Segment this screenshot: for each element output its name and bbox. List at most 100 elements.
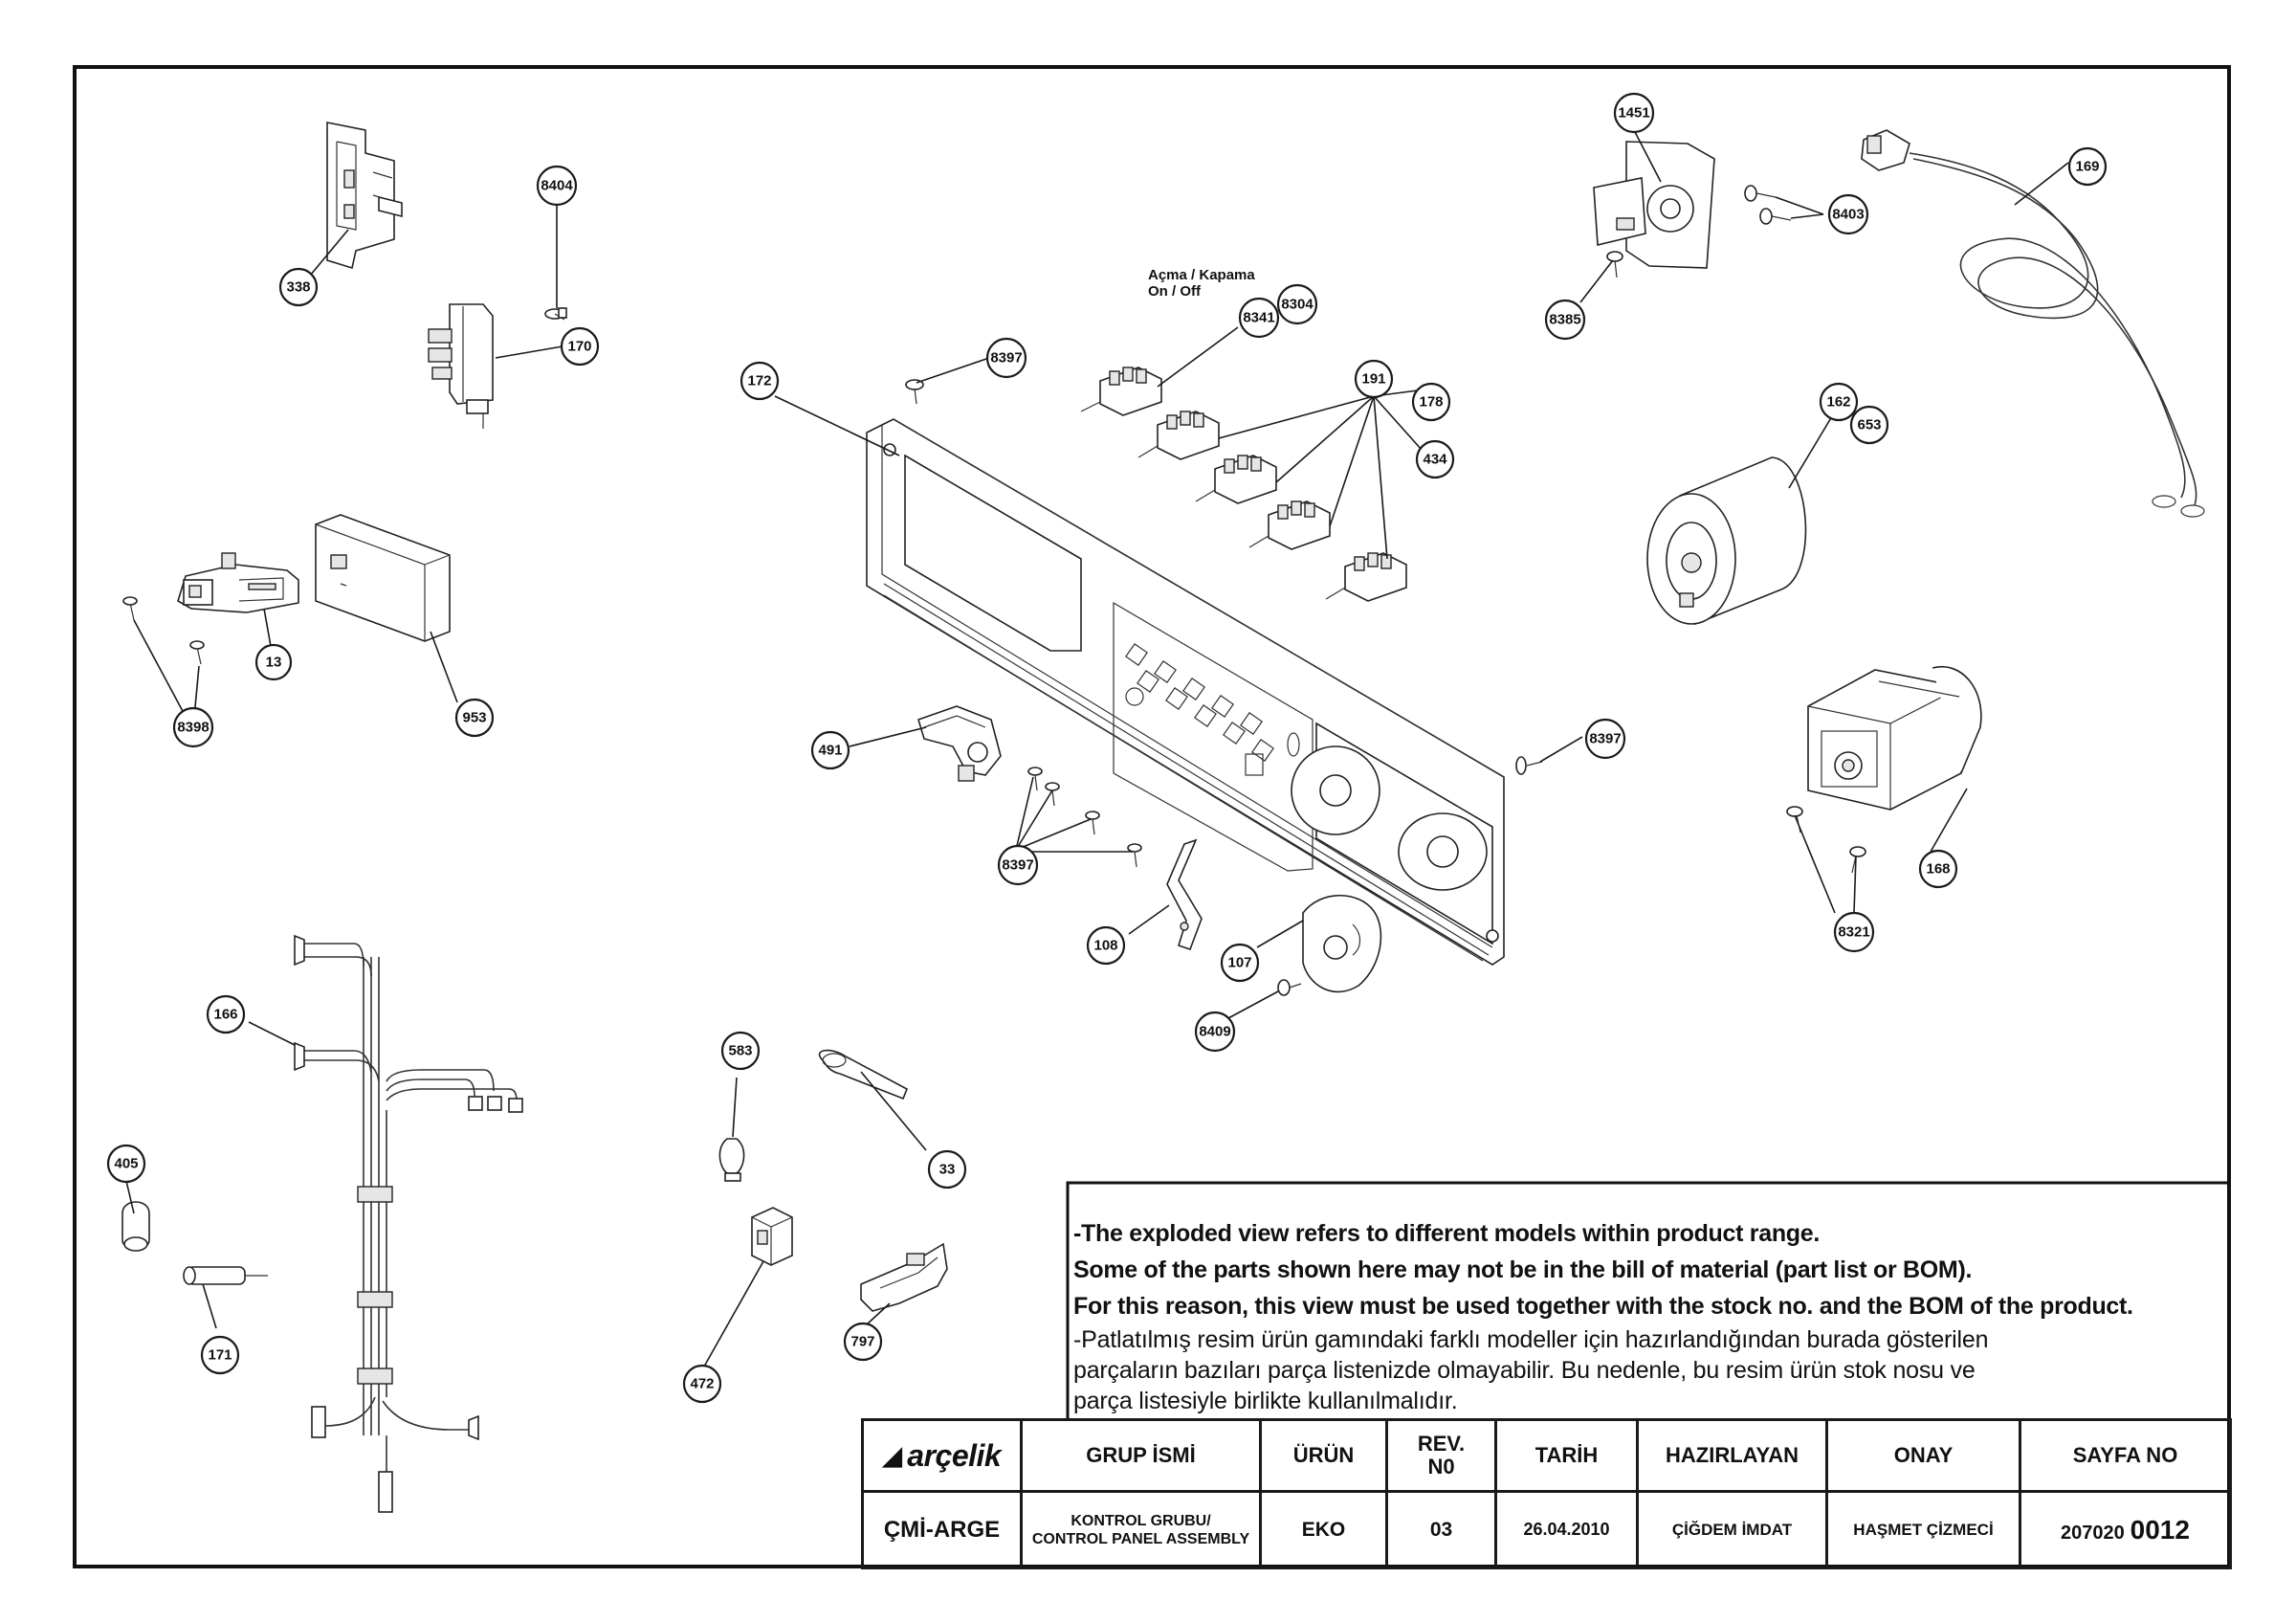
header-rev-line2: N0 xyxy=(1427,1455,1455,1478)
callout-8404[interactable]: 8404 xyxy=(536,165,578,207)
part-162-filter xyxy=(1646,456,1807,626)
callout-label: 108 xyxy=(1093,938,1117,954)
switch-label-tr: Açma / Kapama xyxy=(1148,267,1255,283)
callout-653[interactable]: 653 xyxy=(1849,405,1889,445)
arcelik-mark-icon: ◢ xyxy=(882,1440,902,1470)
brand-logo: ◢arçelik xyxy=(861,1418,1023,1493)
part-491-latch xyxy=(917,705,1002,782)
callout-472[interactable]: 472 xyxy=(682,1364,722,1404)
callout-label: 166 xyxy=(213,1007,237,1023)
callout-8397-bottom[interactable]: 8397 xyxy=(997,844,1039,886)
header-rev: REV. N0 xyxy=(1385,1418,1497,1493)
callout-label: 171 xyxy=(208,1347,232,1364)
header-approved: ONAY xyxy=(1825,1418,2021,1493)
callout-label: 8398 xyxy=(177,720,209,736)
leader-lines xyxy=(125,129,2069,1367)
callout-405[interactable]: 405 xyxy=(106,1144,146,1184)
callout-8341[interactable]: 8341 xyxy=(1238,297,1280,339)
callout-491[interactable]: 491 xyxy=(810,730,850,770)
callout-8304[interactable]: 8304 xyxy=(1276,283,1318,325)
part-797-bracket xyxy=(860,1242,948,1312)
callout-label: 191 xyxy=(1361,371,1385,388)
callout-label: 472 xyxy=(690,1376,714,1392)
part-168-timer xyxy=(1807,665,1982,811)
callout-label: 583 xyxy=(728,1043,752,1059)
callout-8321[interactable]: 8321 xyxy=(1833,911,1875,953)
page-prefix: 207020 xyxy=(2061,1522,2125,1544)
callout-170[interactable]: 170 xyxy=(560,326,600,367)
callout-label: 8403 xyxy=(1832,207,1864,223)
group-value-line1: KONTROL GRUBU/ xyxy=(1071,1512,1211,1529)
note-en-line-2: Some of the parts shown here may not be … xyxy=(1073,1256,1973,1283)
callout-label: 653 xyxy=(1857,417,1881,434)
callout-171[interactable]: 171 xyxy=(200,1335,240,1375)
callout-label: 169 xyxy=(2075,159,2099,175)
callout-434[interactable]: 434 xyxy=(1415,439,1455,479)
callout-label: 178 xyxy=(1419,394,1443,411)
callout-8385[interactable]: 8385 xyxy=(1544,299,1586,341)
callout-338[interactable]: 338 xyxy=(278,267,319,307)
part-8341-switch xyxy=(1080,367,1162,416)
callout-label: 953 xyxy=(462,710,486,726)
part-170-switch xyxy=(428,303,494,429)
dept-value: ÇMİ-ARGE xyxy=(861,1490,1023,1569)
callout-8403[interactable]: 8403 xyxy=(1827,193,1869,235)
callout-label: 8404 xyxy=(541,178,573,194)
callout-166[interactable]: 166 xyxy=(206,994,246,1034)
part-13-door-lock xyxy=(177,552,299,613)
callout-label: 338 xyxy=(286,279,310,296)
rev-value: 03 xyxy=(1385,1490,1497,1569)
callout-172[interactable]: 172 xyxy=(740,361,780,401)
callout-label: 33 xyxy=(939,1162,956,1178)
callout-162[interactable]: 162 xyxy=(1819,382,1859,422)
disclaimer-note: -The exploded view refers to different m… xyxy=(1068,1183,2229,1418)
callout-583[interactable]: 583 xyxy=(720,1031,761,1071)
page-value: 207020 0012 xyxy=(2019,1490,2232,1569)
product-value: EKO xyxy=(1259,1490,1388,1569)
note-tr-line-2: parçaların bazıları parça listenizde olm… xyxy=(1073,1357,1976,1384)
part-583-clip xyxy=(718,1138,745,1182)
header-page: SAYFA NO xyxy=(2019,1418,2232,1493)
callout-8397-top[interactable]: 8397 xyxy=(985,337,1027,379)
header-rev-line1: REV. xyxy=(1417,1432,1466,1456)
part-166-wiring-harness xyxy=(294,934,523,1513)
callout-label: 170 xyxy=(567,339,591,355)
callout-label: 13 xyxy=(266,655,282,671)
callout-33[interactable]: 33 xyxy=(927,1149,967,1189)
callout-label: 491 xyxy=(818,743,842,759)
callout-107[interactable]: 107 xyxy=(1220,943,1260,983)
callout-8409[interactable]: 8409 xyxy=(1194,1011,1236,1053)
callout-169[interactable]: 169 xyxy=(2067,146,2108,187)
part-405-plug xyxy=(121,1201,150,1252)
callout-108[interactable]: 108 xyxy=(1086,925,1126,966)
part-8398-screws xyxy=(122,596,205,665)
callout-label: 8397 xyxy=(990,350,1022,367)
callout-13[interactable]: 13 xyxy=(254,643,293,681)
callout-1451[interactable]: 1451 xyxy=(1613,92,1655,134)
callout-8397-right[interactable]: 8397 xyxy=(1584,718,1626,760)
callout-8398[interactable]: 8398 xyxy=(172,706,214,748)
header-product: ÜRÜN xyxy=(1259,1418,1388,1493)
callout-label: 162 xyxy=(1826,394,1850,411)
date-value: 26.04.2010 xyxy=(1494,1490,1639,1569)
callout-label: 107 xyxy=(1227,955,1251,971)
callout-953[interactable]: 953 xyxy=(454,698,495,738)
part-8409-screw xyxy=(1277,979,1302,996)
group-value-line2: CONTROL PANEL ASSEMBLY xyxy=(1031,1530,1250,1547)
part-191-switches xyxy=(1137,411,1407,602)
callout-797[interactable]: 797 xyxy=(843,1322,883,1362)
note-box-border xyxy=(1066,1181,2229,1418)
part-953-cover xyxy=(315,514,451,642)
switch-label-en: On / Off xyxy=(1148,283,1202,300)
callout-178[interactable]: 178 xyxy=(1411,382,1451,422)
note-en-line-3: For this reason, this view must be used … xyxy=(1073,1293,2133,1320)
page-number: 0012 xyxy=(2130,1514,2190,1545)
part-8403-screws xyxy=(1744,185,1792,225)
callout-label: 8321 xyxy=(1838,924,1869,941)
callout-191[interactable]: 191 xyxy=(1354,359,1394,399)
panel-button-holes xyxy=(1125,643,1274,762)
callout-168[interactable]: 168 xyxy=(1918,849,1958,889)
callout-label: 405 xyxy=(114,1156,138,1172)
